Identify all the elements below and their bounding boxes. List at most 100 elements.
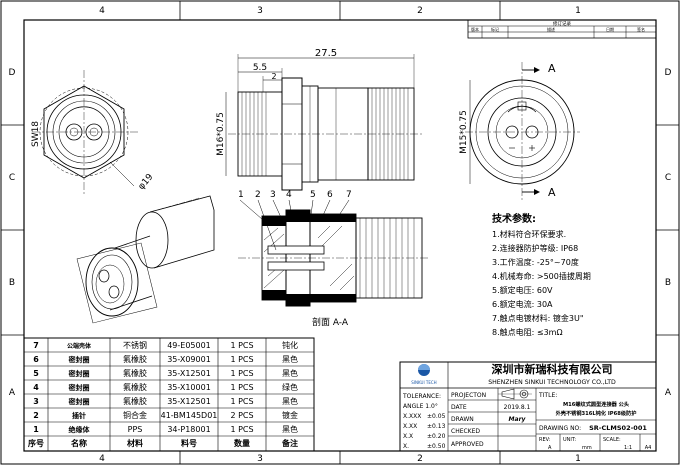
bom-cell: PPS [128,425,143,434]
bom-cell: 35-X12501 [167,369,211,378]
specs-title: 技术参数: [492,212,536,225]
section-mark-top: A [548,62,556,75]
revision-table: 修订记录 版本 标记 描述 日期 签名 [467,19,657,39]
bom-header-cell: 序号 [28,438,44,448]
spec-line-3: 3.工作温度: -25°~70度 [492,257,579,267]
date-label: DATE [451,404,467,411]
tol-xx-value: ±0.13 [427,423,446,430]
bom-header-cell: 材料 [127,438,143,448]
scale-value: 1:1 [624,445,632,451]
company-logo: SINKUI TECH [411,364,437,385]
bom-cell: 1 PCS [230,383,253,392]
projection-label: PROJECTON [451,392,486,399]
bom-cell: 铜合金 [123,410,147,420]
bom-cell: 34-P18001 [167,425,210,434]
unit-label: UNIT: [563,437,576,443]
tol-xx-label: X.XX [403,423,417,430]
bom-cell: 4 [33,383,39,392]
bom-table [23,337,315,452]
logo-text: SINKUI TECH [411,380,436,385]
grid-row-d-left: D [9,68,16,78]
grid-col-2-top: 2 [417,6,423,16]
dim-sw: SW18 [31,121,41,147]
grid-row-a-left: A [9,388,16,398]
spec-line-8: 8.触点电阻: ≤3mΩ [492,327,563,337]
bom-cell: 35-X09001 [167,355,211,364]
section-mark-bottom: A [548,186,556,199]
bom-cell: 密封圈 [69,355,90,364]
bom-cell: 黑色 [282,354,298,364]
drawn-value: Mary [509,416,527,423]
drawn-label: DRAWN [451,416,474,423]
bom-cell: 氟橡胶 [123,382,147,392]
dim-thread-m15: M15*0.75 [459,110,469,154]
bom-cell: 密封圈 [69,383,90,392]
bom-cell: 黑色 [282,368,298,378]
grid-col-4-top: 4 [99,6,105,16]
title-line-1: M16螺纹式圆型连接器 公头 [563,400,630,408]
tol-xxx-label: X.XXX [403,413,421,420]
title-label: TITLE: [538,392,557,399]
bom-cell: 6 [33,355,39,364]
grid-col-3-top: 3 [257,6,263,16]
grid-row-c-left: C [9,173,15,183]
bom-cell: 镀金 [282,410,298,420]
bom-cell: 氟橡胶 [123,354,147,364]
isometric-view [76,195,215,324]
company-name-en: SHENZHEN SINKUI TECHNOLOGY CO.,LTD [488,379,616,386]
bom-header-cell: 备注 [281,438,298,448]
bom-cell: 2 [33,411,39,420]
bom-cell: 插针 [72,411,86,420]
tol-x1-value: ±0.20 [427,433,446,440]
bom-cell: 1 PCS [230,369,253,378]
rev-value: A [548,445,552,451]
bom-row-3: 3 密封圈 氟橡胶 35-X12501 1 PCS 黑色 [33,396,298,406]
rear-view [465,62,580,200]
dim-d2: 2 [271,72,276,81]
callout-3: 3 [270,190,276,200]
bom-rows: 7 公端壳体 不锈钢 49-E05001 1 PCS 钝化 6 密封圈 氟橡胶 … [28,340,298,448]
callout-4: 4 [286,190,292,200]
bom-row-1: 1 绝缘体 PPS 34-P18001 1 PCS 黑色 [33,424,298,434]
bom-cell: 2 PCS [230,411,253,420]
approved-label: APPROVED [451,441,484,448]
bom-cell: 黑色 [282,396,298,406]
spec-line-5: 5.额定电压: 60V [492,285,553,295]
bom-cell: 密封圈 [69,369,90,378]
checked-label: CHECKED [451,428,480,435]
dim-d1: 5.5 [253,63,267,73]
spec-line-1: 1.材料符合环保要求. [492,229,566,239]
revision-header-sign: 签名 [637,26,645,32]
tol-x1-label: X.X [403,433,413,440]
callout-5: 5 [310,190,316,200]
bom-cell: 钝化 [282,340,298,350]
drawing-no-value: SR-CLMS02-001 [589,424,647,432]
bom-cell: 黑色 [282,424,298,434]
bom-row-7: 7 公端壳体 不锈钢 49-E05001 1 PCS 钝化 [33,340,298,350]
drawing-no-label: DRAWING NO: [539,425,581,432]
section-view [238,199,430,307]
spec-line-7: 7.触点电镀材料: 镀金3U" [492,313,584,323]
dim-total-length: 27.5 [315,48,337,59]
bom-cell: 1 PCS [230,355,253,364]
section-label: 剖面 A-A [312,316,349,328]
bom-header-cell: 料号 [181,438,197,448]
grid-row-d-right: D [665,68,672,78]
callout-2: 2 [255,190,261,200]
spec-line-6: 6.额定电流: 30A [492,299,553,309]
rev-label: REV: [539,437,551,443]
company-name-cn: 深圳市新瑞科技有限公司 [492,362,613,376]
bom-cell: 7 [33,341,39,350]
size-value: A4 [645,445,652,451]
bom-row-5: 5 密封圈 氟橡胶 35-X12501 1 PCS 黑色 [33,368,298,378]
tol-xxx-value: ±0.05 [427,413,446,420]
grid-row-c-right: C [665,173,671,183]
tol-x0-label: X. [403,443,409,450]
side-view [225,54,424,191]
grid-col-4-bottom: 4 [99,454,105,464]
bom-header-cell: 数量 [234,438,250,448]
